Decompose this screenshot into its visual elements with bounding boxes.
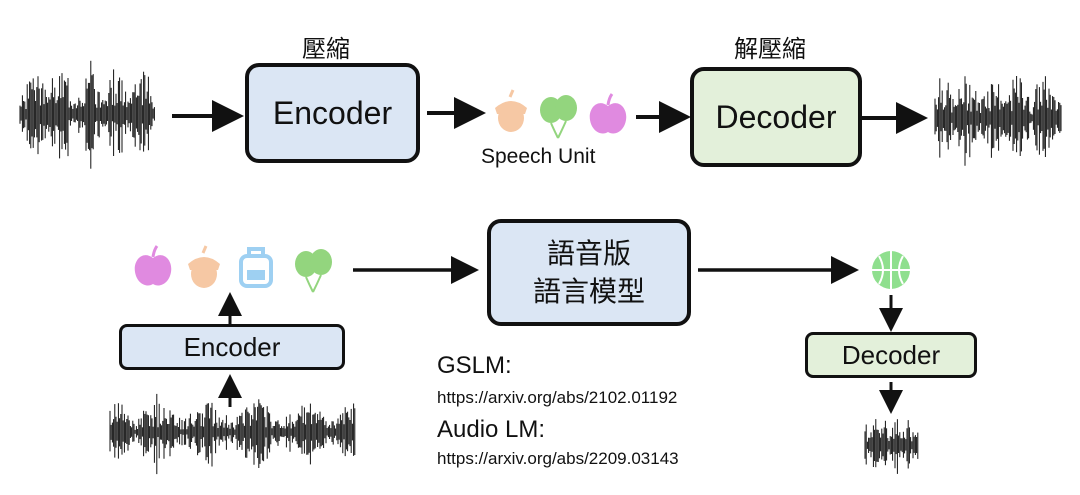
balloons-icon xyxy=(295,249,332,293)
decoder-label: Decoder xyxy=(841,339,941,370)
encoder-label: Encoder xyxy=(183,331,281,362)
speech-unit-label: Speech Unit xyxy=(481,145,596,168)
acorn-icon xyxy=(495,89,527,132)
backpack-icon xyxy=(239,247,273,288)
audiolm-title: Audio LM: xyxy=(437,416,546,443)
decoder-box-bottom: Decoder xyxy=(805,332,977,378)
basketball-icon xyxy=(872,251,910,289)
slm-line2: 語言模型 xyxy=(532,274,645,308)
input-waveform-top xyxy=(19,60,155,169)
output-waveform-top xyxy=(934,76,1062,166)
encoder-box-bottom: Encoder xyxy=(119,324,345,370)
speech-language-model-box: 語音版 語言模型 xyxy=(487,219,691,326)
gslm-url: https://arxiv.org/abs/2102.01192 xyxy=(437,388,678,407)
acorn-icon xyxy=(188,245,220,288)
balloons-icon xyxy=(540,95,577,139)
decoder-box-top: Decoder xyxy=(690,67,862,167)
compress-label: 壓縮 xyxy=(302,35,350,63)
apple-icon xyxy=(589,93,627,134)
decompress-label: 解壓縮 xyxy=(734,35,806,63)
input-waveform-bottom xyxy=(109,393,356,475)
decoder-label: Decoder xyxy=(715,98,837,135)
audiolm-url: https://arxiv.org/abs/2209.03143 xyxy=(437,449,679,468)
slm-line1: 語音版 xyxy=(546,236,631,270)
apple-icon xyxy=(134,245,172,286)
gslm-title: GSLM: xyxy=(437,352,512,379)
encoder-label: Encoder xyxy=(272,94,393,131)
output-waveform-bottom xyxy=(864,419,919,474)
encoder-box-top: Encoder xyxy=(245,63,420,163)
